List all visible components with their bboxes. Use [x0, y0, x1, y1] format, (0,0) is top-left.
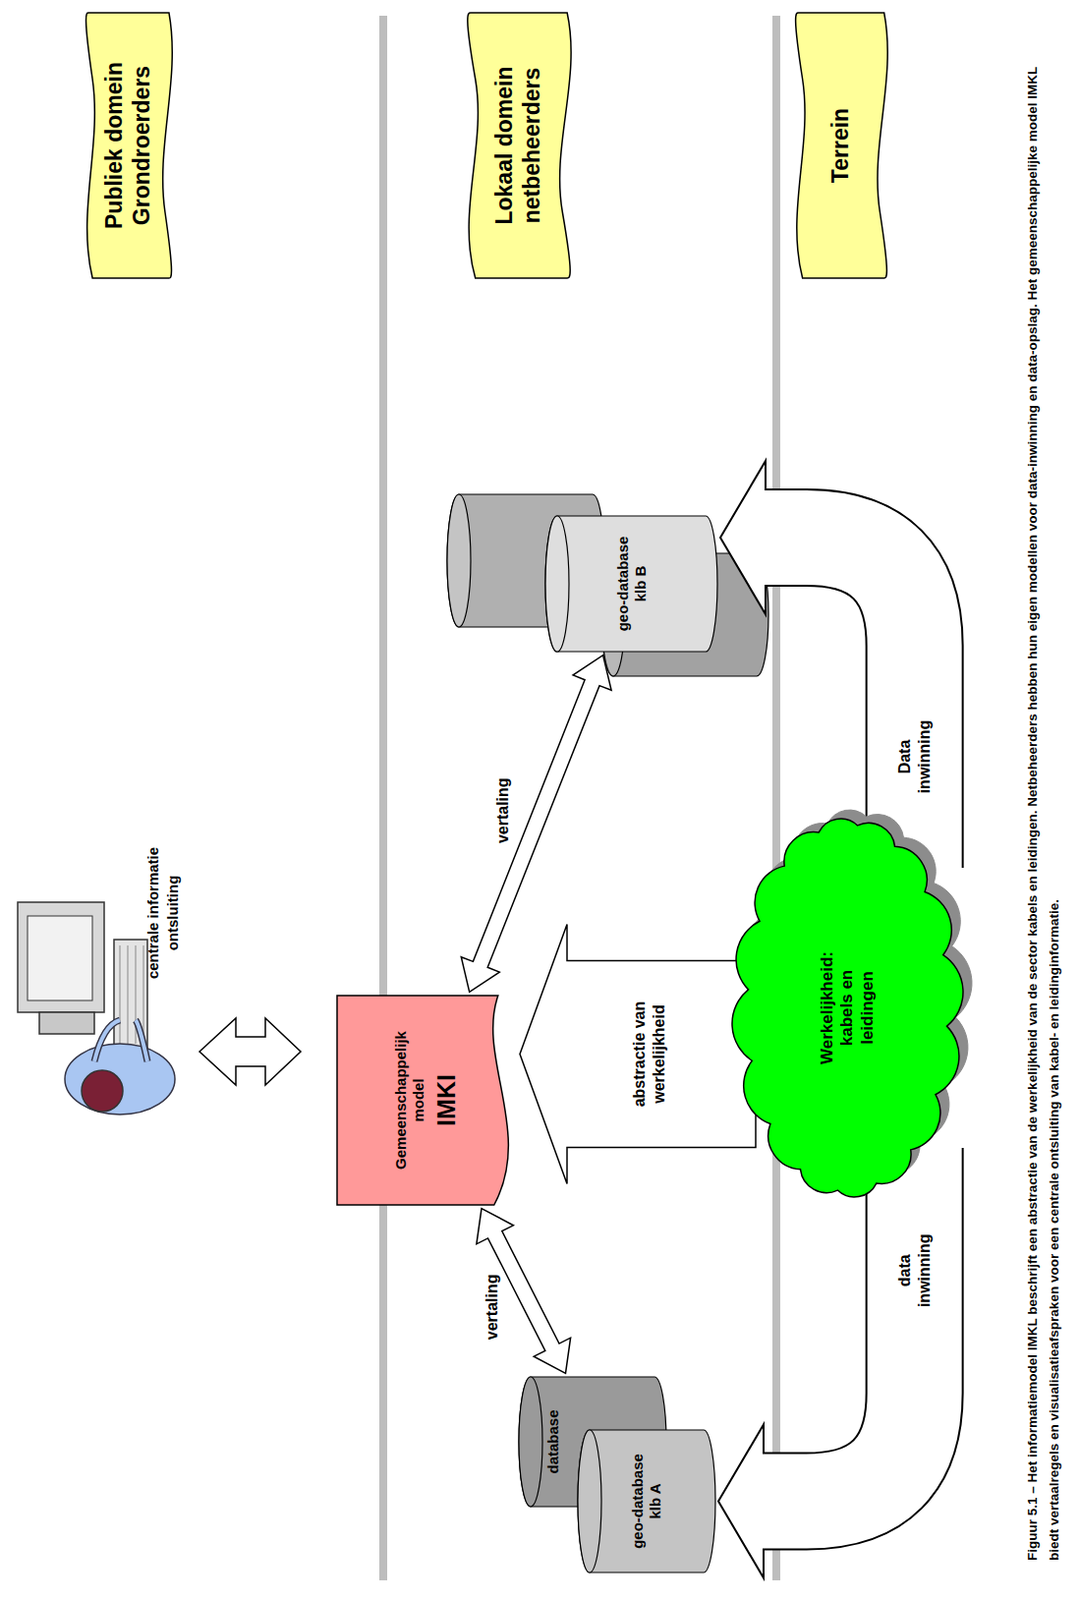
- node-content: Gemeenschappelijk modelIMKI: [392, 1012, 461, 1190]
- edge-label: Data inwinning: [894, 709, 936, 804]
- node-text: Publiek domein Grondroerders: [101, 45, 156, 247]
- domain-flag: Terrein: [794, 12, 889, 279]
- edge-label: abstractie van werkelijkheid: [628, 967, 671, 1141]
- database-cylinder: geo-database klb B: [545, 515, 718, 652]
- node-title: IMKI: [431, 1012, 461, 1190]
- domain-flag: Publiek domein Grondroerders: [84, 12, 173, 279]
- edge-label: data inwinning: [894, 1223, 936, 1318]
- access-double-arrow: [199, 1018, 301, 1085]
- node-text: Werkelijkheid: kabels en leidingen: [817, 939, 878, 1078]
- domain-separator: [772, 15, 781, 1581]
- database-cylinder: geo-database klb A: [577, 1429, 716, 1573]
- reality-cloud: Werkelijkheid: kabels en leidingen: [732, 808, 964, 1207]
- node-content: Terrein: [827, 45, 855, 247]
- domain-separator: [379, 15, 388, 1581]
- node-content: geo-database klb B: [614, 525, 650, 642]
- domain-flag: Lokaal domein netbeheerders: [465, 12, 572, 279]
- node-text: database: [544, 1386, 563, 1497]
- node-text: geo-database klb A: [628, 1442, 665, 1561]
- node-text: Lokaal domein netbeheerders: [491, 45, 546, 247]
- edge-label: vertaling: [481, 1271, 504, 1344]
- node-content: Publiek domein Grondroerders: [101, 45, 156, 247]
- node-content: database: [544, 1386, 563, 1497]
- node-content: geo-database klb A: [628, 1442, 665, 1561]
- figure-caption: Figuur 5.1 – Het informatiemodel IMKL be…: [1022, 37, 1065, 1561]
- connector: [720, 460, 915, 868]
- connector: [718, 1147, 915, 1579]
- connector: [460, 655, 612, 993]
- node-text: Terrein: [827, 45, 855, 247]
- edge-label: vertaling: [492, 774, 514, 847]
- node-content: Werkelijkheid: kabels en leidingen: [817, 939, 878, 1078]
- connector: [476, 1208, 571, 1374]
- access-label: centrale informatie ontsluiting: [143, 819, 182, 1007]
- node-text: geo-database klb B: [614, 525, 650, 642]
- connector: [519, 924, 756, 1185]
- node-text: Gemeenschappelijk model: [392, 1012, 428, 1190]
- node-content: Lokaal domein netbeheerders: [491, 45, 546, 247]
- model-document: Gemeenschappelijk modelIMKI: [337, 995, 516, 1205]
